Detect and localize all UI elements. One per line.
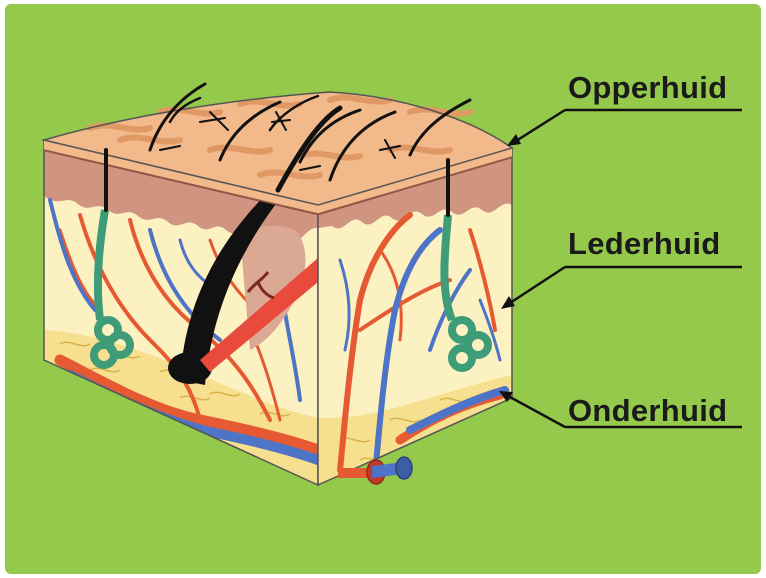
diagram-frame: Opperhuid Lederhuid Onderhuid xyxy=(5,4,761,574)
label-epidermis: Opperhuid xyxy=(568,70,727,106)
label-dermis: Lederhuid xyxy=(568,226,721,262)
label-hypodermis: Onderhuid xyxy=(568,393,727,429)
